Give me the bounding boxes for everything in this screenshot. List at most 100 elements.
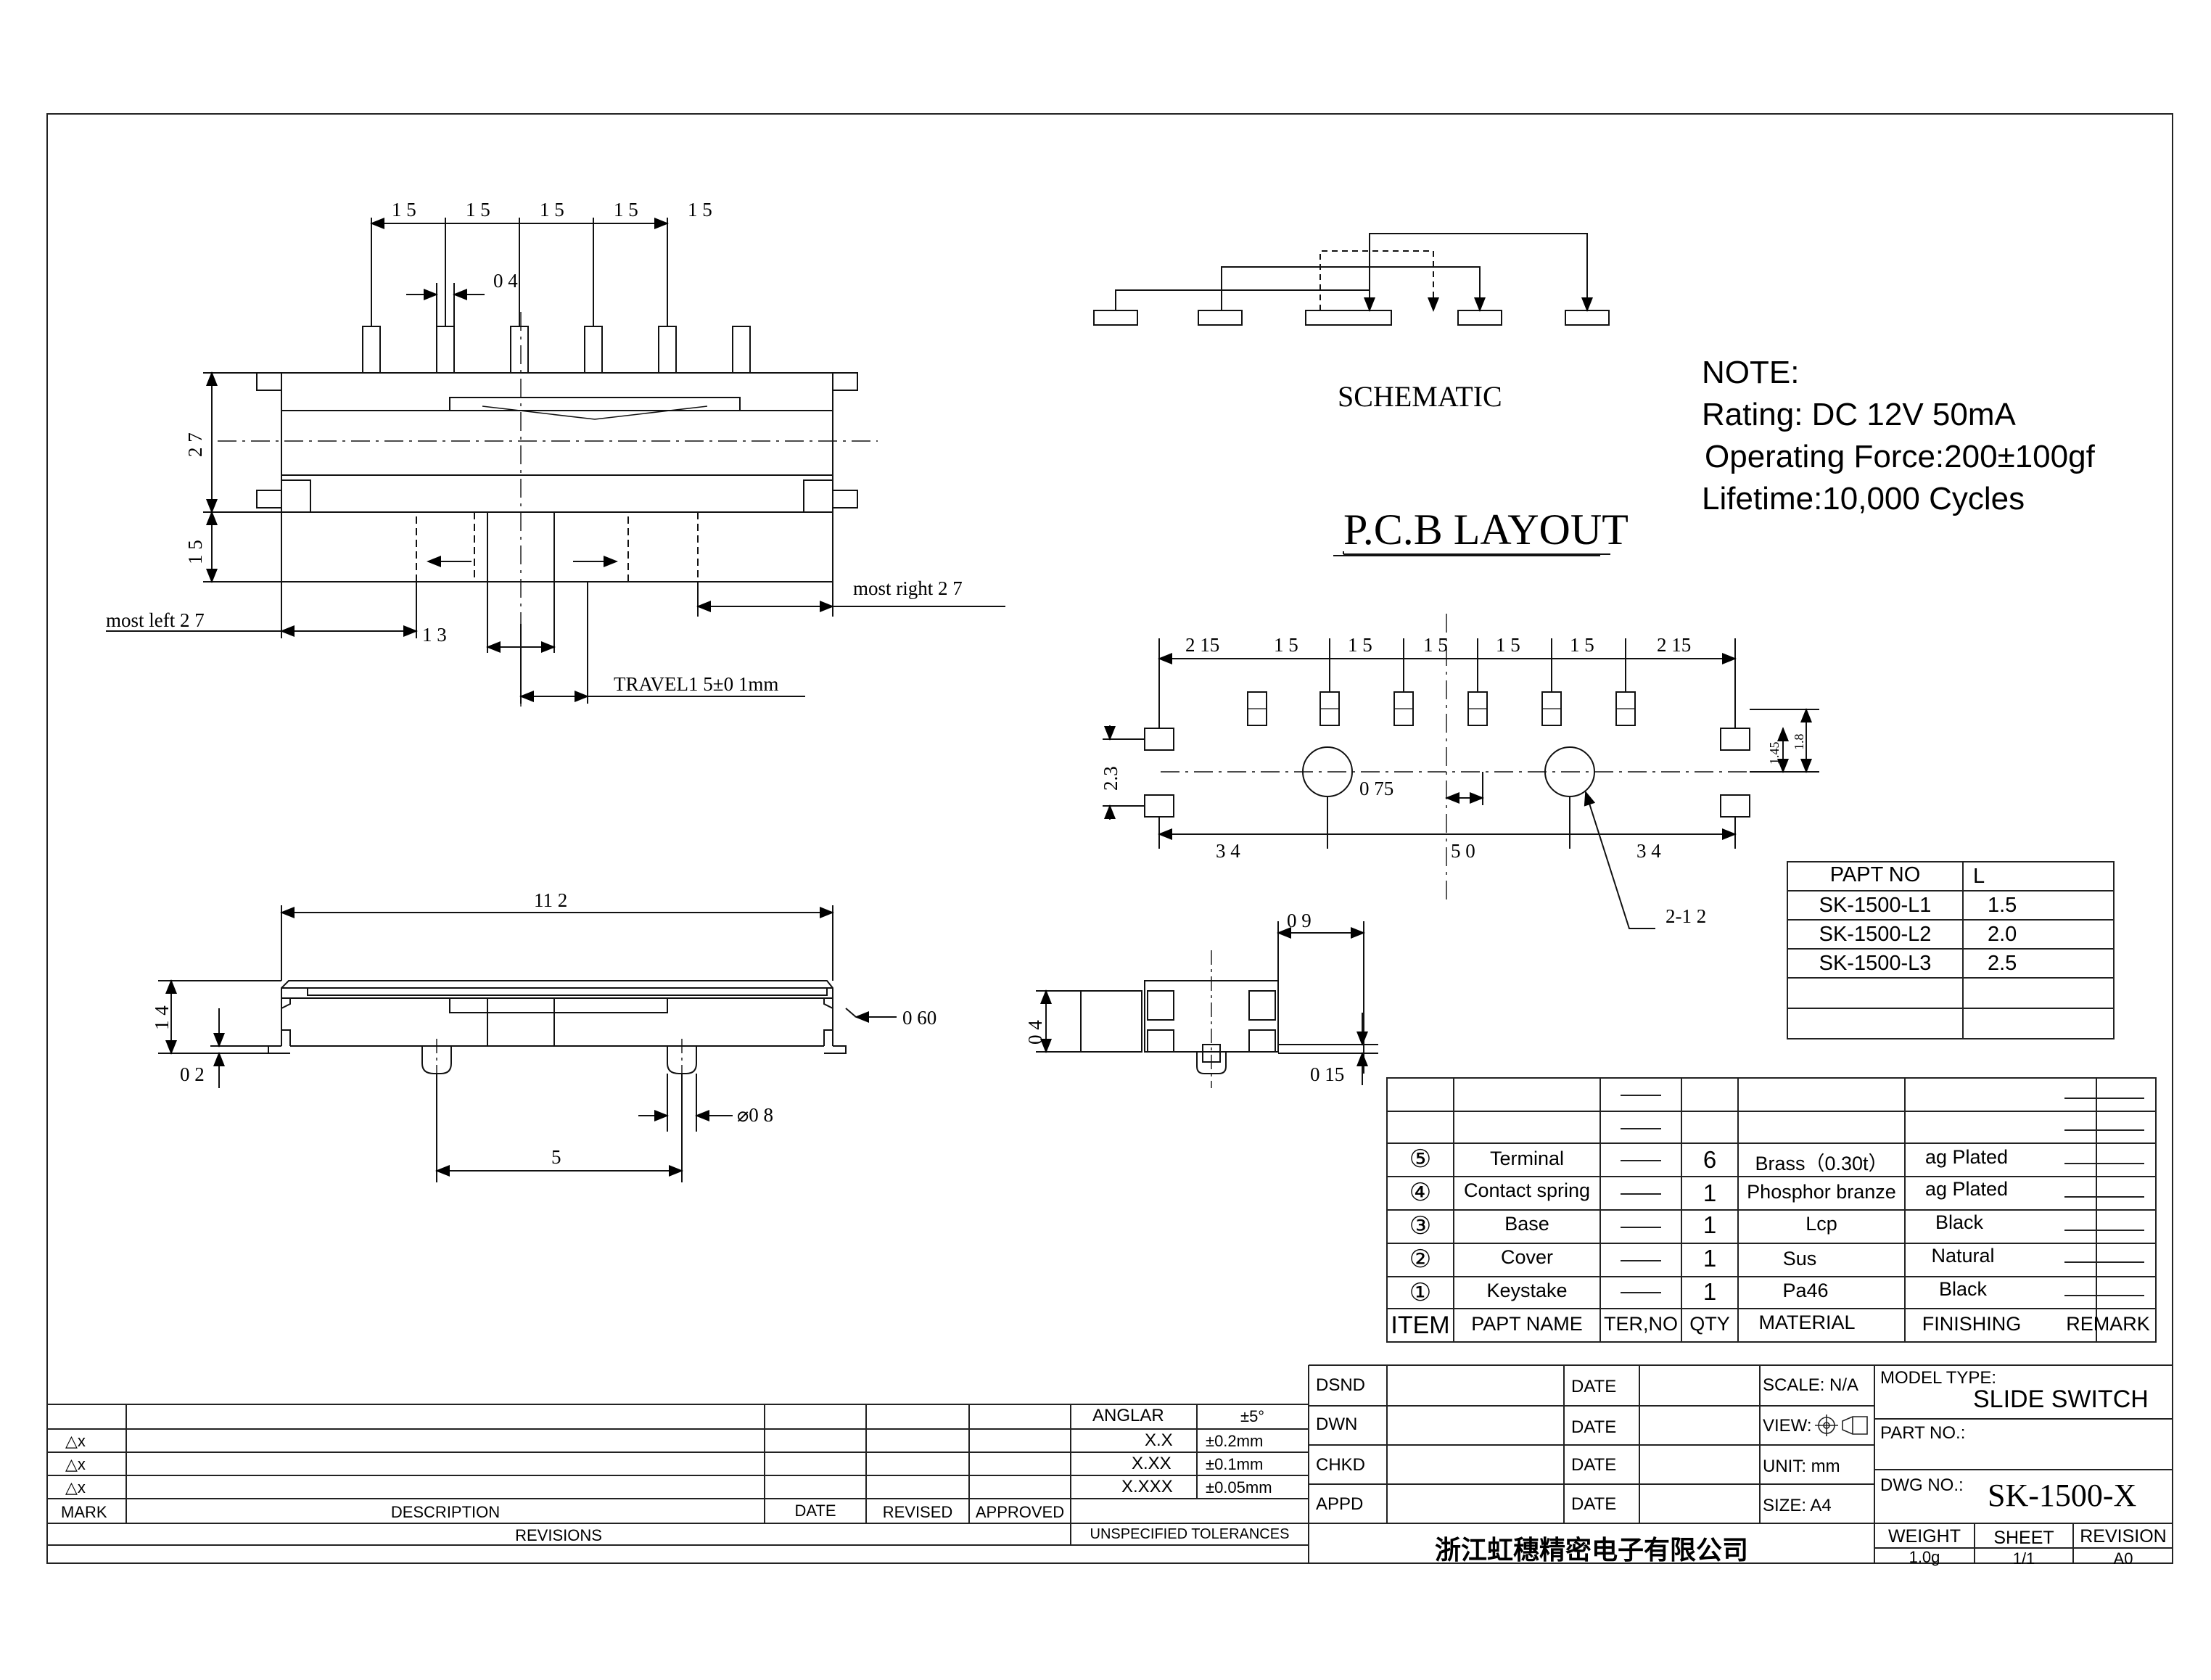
bom-row-2-item: ② — [1409, 1245, 1432, 1273]
bom-row-4-material: Phosphor branze — [1747, 1181, 1896, 1203]
revisions-title: REVISIONS — [515, 1526, 602, 1544]
schematic-label: SCHEMATIC — [1338, 380, 1502, 413]
tb-dwg-no-label: DWG NO.: — [1880, 1475, 1964, 1495]
tb-model-type: SLIDE SWITCH — [1973, 1385, 2149, 1413]
revision-mark-1: △x — [65, 1432, 86, 1450]
pcb-dim-4: 1 5 — [1423, 634, 1448, 656]
pcb-dim-b1: 3 4 — [1216, 840, 1240, 862]
note-force: Operating Force:200±100gf — [1705, 439, 2095, 474]
pcb-dim-3: 1 5 — [1348, 634, 1372, 656]
tolerance-xxxx-value: ±0.05mm — [1206, 1478, 1272, 1496]
front-view-dimensions: 1 5 1 5 1 5 1 5 1 5 0 4 2 7 1 5 most rig… — [106, 199, 963, 695]
bom-row-4-qty: 1 — [1702, 1179, 1717, 1206]
part-table-row-1-l: 1.5 — [1988, 894, 2017, 917]
tb-appd: APPD — [1316, 1494, 1364, 1514]
bom-row-1-qty: 1 — [1702, 1278, 1717, 1305]
title-block — [1308, 1364, 2173, 1564]
tolerance-xx-value: ±0.2mm — [1206, 1432, 1264, 1450]
tb-date-4: DATE — [1571, 1494, 1617, 1514]
pcb-dim-2: 1 5 — [1274, 634, 1298, 656]
tolerance-anglar-label: ANGLAR — [1092, 1406, 1164, 1425]
tolerance-xxx-value: ±0.1mm — [1206, 1455, 1264, 1473]
pcb-dim-b3: 3 4 — [1636, 840, 1661, 862]
part-table — [1787, 861, 2115, 1039]
dim-body-height: 2 7 — [184, 432, 206, 457]
bom-row-1-item: ① — [1409, 1279, 1432, 1306]
revision-mark-3: △x — [65, 1478, 86, 1496]
pcb-dim-6: 1 5 — [1570, 634, 1594, 656]
side-view-dimensions: 11 2 1 4 0 2 0 60 ⌀0 8 5 0 9 0 4 0 15 — [151, 889, 1344, 1168]
dim-base-height: 1 5 — [184, 540, 206, 564]
pcb-layout — [1103, 551, 1819, 929]
dim-length: 11 2 — [534, 889, 567, 911]
dim-most-left: most left 2 7 — [106, 609, 205, 631]
dim-pitch-4: 1 5 — [614, 199, 638, 221]
bom-row-5-name: Terminal — [1489, 1148, 1565, 1169]
part-table-row-2-no: SK-1500-L2 — [1819, 923, 1932, 946]
pcb-dim-holes: 2-1 2 — [1666, 905, 1706, 927]
dim-pitch-5: 1 5 — [688, 199, 712, 221]
bom-header-material: MATERIAL — [1758, 1312, 1856, 1333]
side-view — [158, 905, 897, 1182]
dim-peg-pitch: 5 — [551, 1146, 561, 1168]
tb-date-1: DATE — [1571, 1377, 1617, 1396]
tb-date-3: DATE — [1571, 1455, 1617, 1475]
part-table-row-2-l: 2.0 — [1988, 923, 2017, 946]
dim-peg-dia: ⌀0 8 — [737, 1104, 773, 1126]
tb-company: 浙江虹穗精密电子有限公司 — [1434, 1536, 1748, 1565]
revision-block — [46, 1404, 1309, 1546]
dim-pitch-1: 1 5 — [392, 199, 416, 221]
bom-row-2-name: Cover — [1500, 1246, 1554, 1268]
bom-header-remark: REMARK — [2066, 1313, 2150, 1335]
pcb-layout-label: P.C.B LAYOUT — [1343, 506, 1629, 553]
revision-header-mark: MARK — [61, 1503, 107, 1521]
bom-row-3-name: Base — [1504, 1213, 1549, 1235]
bom-table — [1386, 1077, 2157, 1343]
pcb-dimensions: 2 15 1 5 1 5 1 5 1 5 1 5 2 15 2.3 1.45 1… — [1100, 634, 1806, 927]
end-view — [1036, 921, 1378, 1088]
tolerance-xxxx-label: X.XXX — [1121, 1477, 1173, 1496]
bom-row-4-item: ④ — [1409, 1179, 1432, 1206]
bom-row-3-finishing: Black — [1935, 1211, 1984, 1233]
tb-part-no-label: PART NO.: — [1880, 1423, 1966, 1443]
tb-weight-label: WEIGHT — [1888, 1526, 1961, 1547]
tolerance-xx-label: X.X — [1145, 1430, 1173, 1450]
tolerance-xxx-label: X.XX — [1132, 1454, 1172, 1473]
dim-travel: TRAVEL1 5±0 1mm — [614, 673, 778, 695]
bom-row-4-finishing: ag Plated — [1924, 1178, 2009, 1200]
front-view — [106, 218, 1005, 711]
bom-row-5-qty: 6 — [1702, 1146, 1717, 1173]
revision-mark-2: △x — [65, 1455, 86, 1473]
dim-knob: 1 3 — [422, 624, 447, 646]
tb-size: SIZE: A4 — [1763, 1496, 1832, 1515]
pcb-dim-7: 2 15 — [1657, 634, 1691, 656]
dim-most-right: most right 2 7 — [853, 577, 963, 599]
dim-end-thk: 0 15 — [1310, 1063, 1344, 1085]
tolerance-anglar-value: ±5° — [1240, 1407, 1265, 1425]
tb-sheet: 1/1 — [2012, 1549, 2035, 1568]
bom-row-3-qty: 1 — [1702, 1211, 1717, 1238]
revision-header-revised: REVISED — [882, 1503, 953, 1521]
note-rating: Rating: DC 12V 50mA — [1702, 397, 2016, 432]
part-table-row-1-no: SK-1500-L1 — [1819, 894, 1932, 917]
tb-weight: 1.0g — [1909, 1548, 1940, 1566]
tb-model-type-label: MODEL TYPE: — [1880, 1368, 1997, 1388]
schematic-diagram — [1093, 233, 1610, 326]
part-table-header-no: PAPT NO — [1829, 863, 1921, 886]
revision-header-date: DATE — [794, 1502, 836, 1520]
pcb-dim-right-a: 1.45 — [1767, 742, 1782, 765]
bom-row-1-name: Keystake — [1486, 1280, 1568, 1301]
tb-revision: A0 — [2113, 1549, 2133, 1568]
revision-header-approved: APPROVED — [975, 1503, 1065, 1521]
note-title: NOTE: — [1702, 355, 1800, 390]
part-table-row-3-l: 2.5 — [1988, 952, 2017, 975]
tb-view: VIEW: — [1763, 1416, 1812, 1436]
bom-header-qty: QTY — [1689, 1313, 1730, 1335]
dim-pitch-2: 1 5 — [466, 199, 490, 221]
pcb-dim-hole-offset: 0 75 — [1359, 778, 1393, 799]
pcb-dim-b2: 5 0 — [1451, 840, 1475, 862]
dim-end-height: 0 4 — [1024, 1020, 1046, 1045]
part-table-row-3-no: SK-1500-L3 — [1819, 952, 1932, 975]
tb-revision-label: REVISION — [2080, 1526, 2167, 1547]
